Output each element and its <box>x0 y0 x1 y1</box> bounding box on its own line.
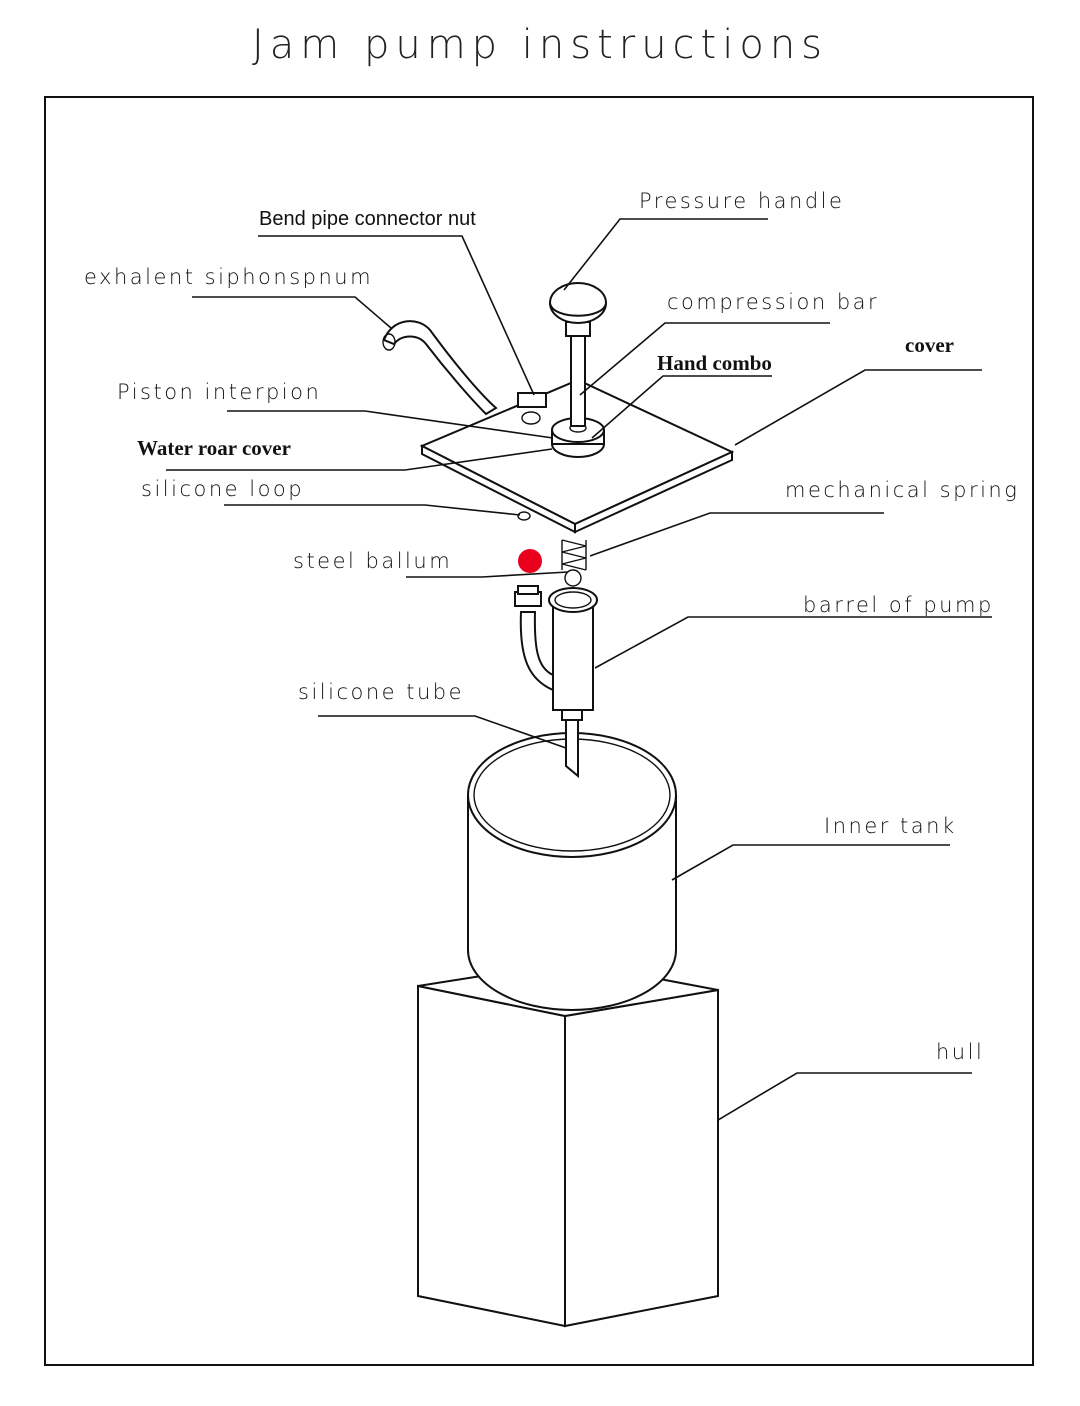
steel-ball-marker <box>518 549 542 573</box>
barrel-of-pump-part <box>514 585 598 711</box>
label-mechanical-spring: mechanical spring <box>785 478 1019 502</box>
label-compression-bar: compression bar <box>667 290 879 314</box>
compression-bar-part <box>570 329 586 427</box>
leader-pressure-handle <box>563 218 768 291</box>
leader-water-roar-cover <box>166 448 553 471</box>
leader-bend-pipe-nut <box>258 235 535 396</box>
leader-cover <box>734 369 982 446</box>
leader-piston-interpion <box>227 410 554 439</box>
label-pressure-handle: Pressure handle <box>639 189 844 213</box>
label-cover: cover <box>905 333 954 357</box>
label-hull: hull <box>936 1040 984 1064</box>
leader-hand-combo <box>591 375 772 439</box>
hand-combo-part <box>551 417 605 458</box>
silicone-tube-part <box>561 709 583 779</box>
leader-inner-tank <box>671 844 950 881</box>
label-bend-pipe-nut: Bend pipe connector nut <box>259 208 476 230</box>
steel-ball-part <box>564 569 582 587</box>
label-water-roar-cover: Water roar cover <box>137 436 291 460</box>
inner-tank-body <box>467 732 677 1011</box>
hull-body <box>417 960 719 1328</box>
leader-mechanical-spring <box>589 512 884 557</box>
leader-hull <box>717 1072 972 1121</box>
label-silicone-tube: silicone tube <box>298 680 464 704</box>
diagram-title: Jam pump instructions <box>251 22 829 68</box>
leader-silicone-tube <box>318 715 567 749</box>
label-steel-ballum: steel ballum <box>293 549 452 573</box>
leader-exhalent-siphon <box>192 296 392 329</box>
pressure-handle-part <box>549 282 607 337</box>
exhalent-siphon-part <box>382 320 498 416</box>
leader-compression-bar <box>579 322 830 396</box>
label-piston-interpion: Piston interpion <box>117 380 321 404</box>
leader-silicone-loop <box>224 504 521 516</box>
label-exhalent-siphon: exhalent siphonspnum <box>84 265 373 289</box>
diagram-frame <box>44 96 1034 1366</box>
label-silicone-loop: silicone loop <box>141 477 304 501</box>
label-inner-tank: Inner tank <box>824 814 957 838</box>
label-barrel-of-pump: barrel of pump <box>803 593 994 617</box>
leader-steel-ballum <box>406 571 569 578</box>
bend-pipe-nut-part <box>517 392 547 425</box>
mechanical-spring-part <box>561 539 587 571</box>
label-hand-combo: Hand combo <box>657 351 772 375</box>
leader-barrel-of-pump <box>594 616 992 669</box>
